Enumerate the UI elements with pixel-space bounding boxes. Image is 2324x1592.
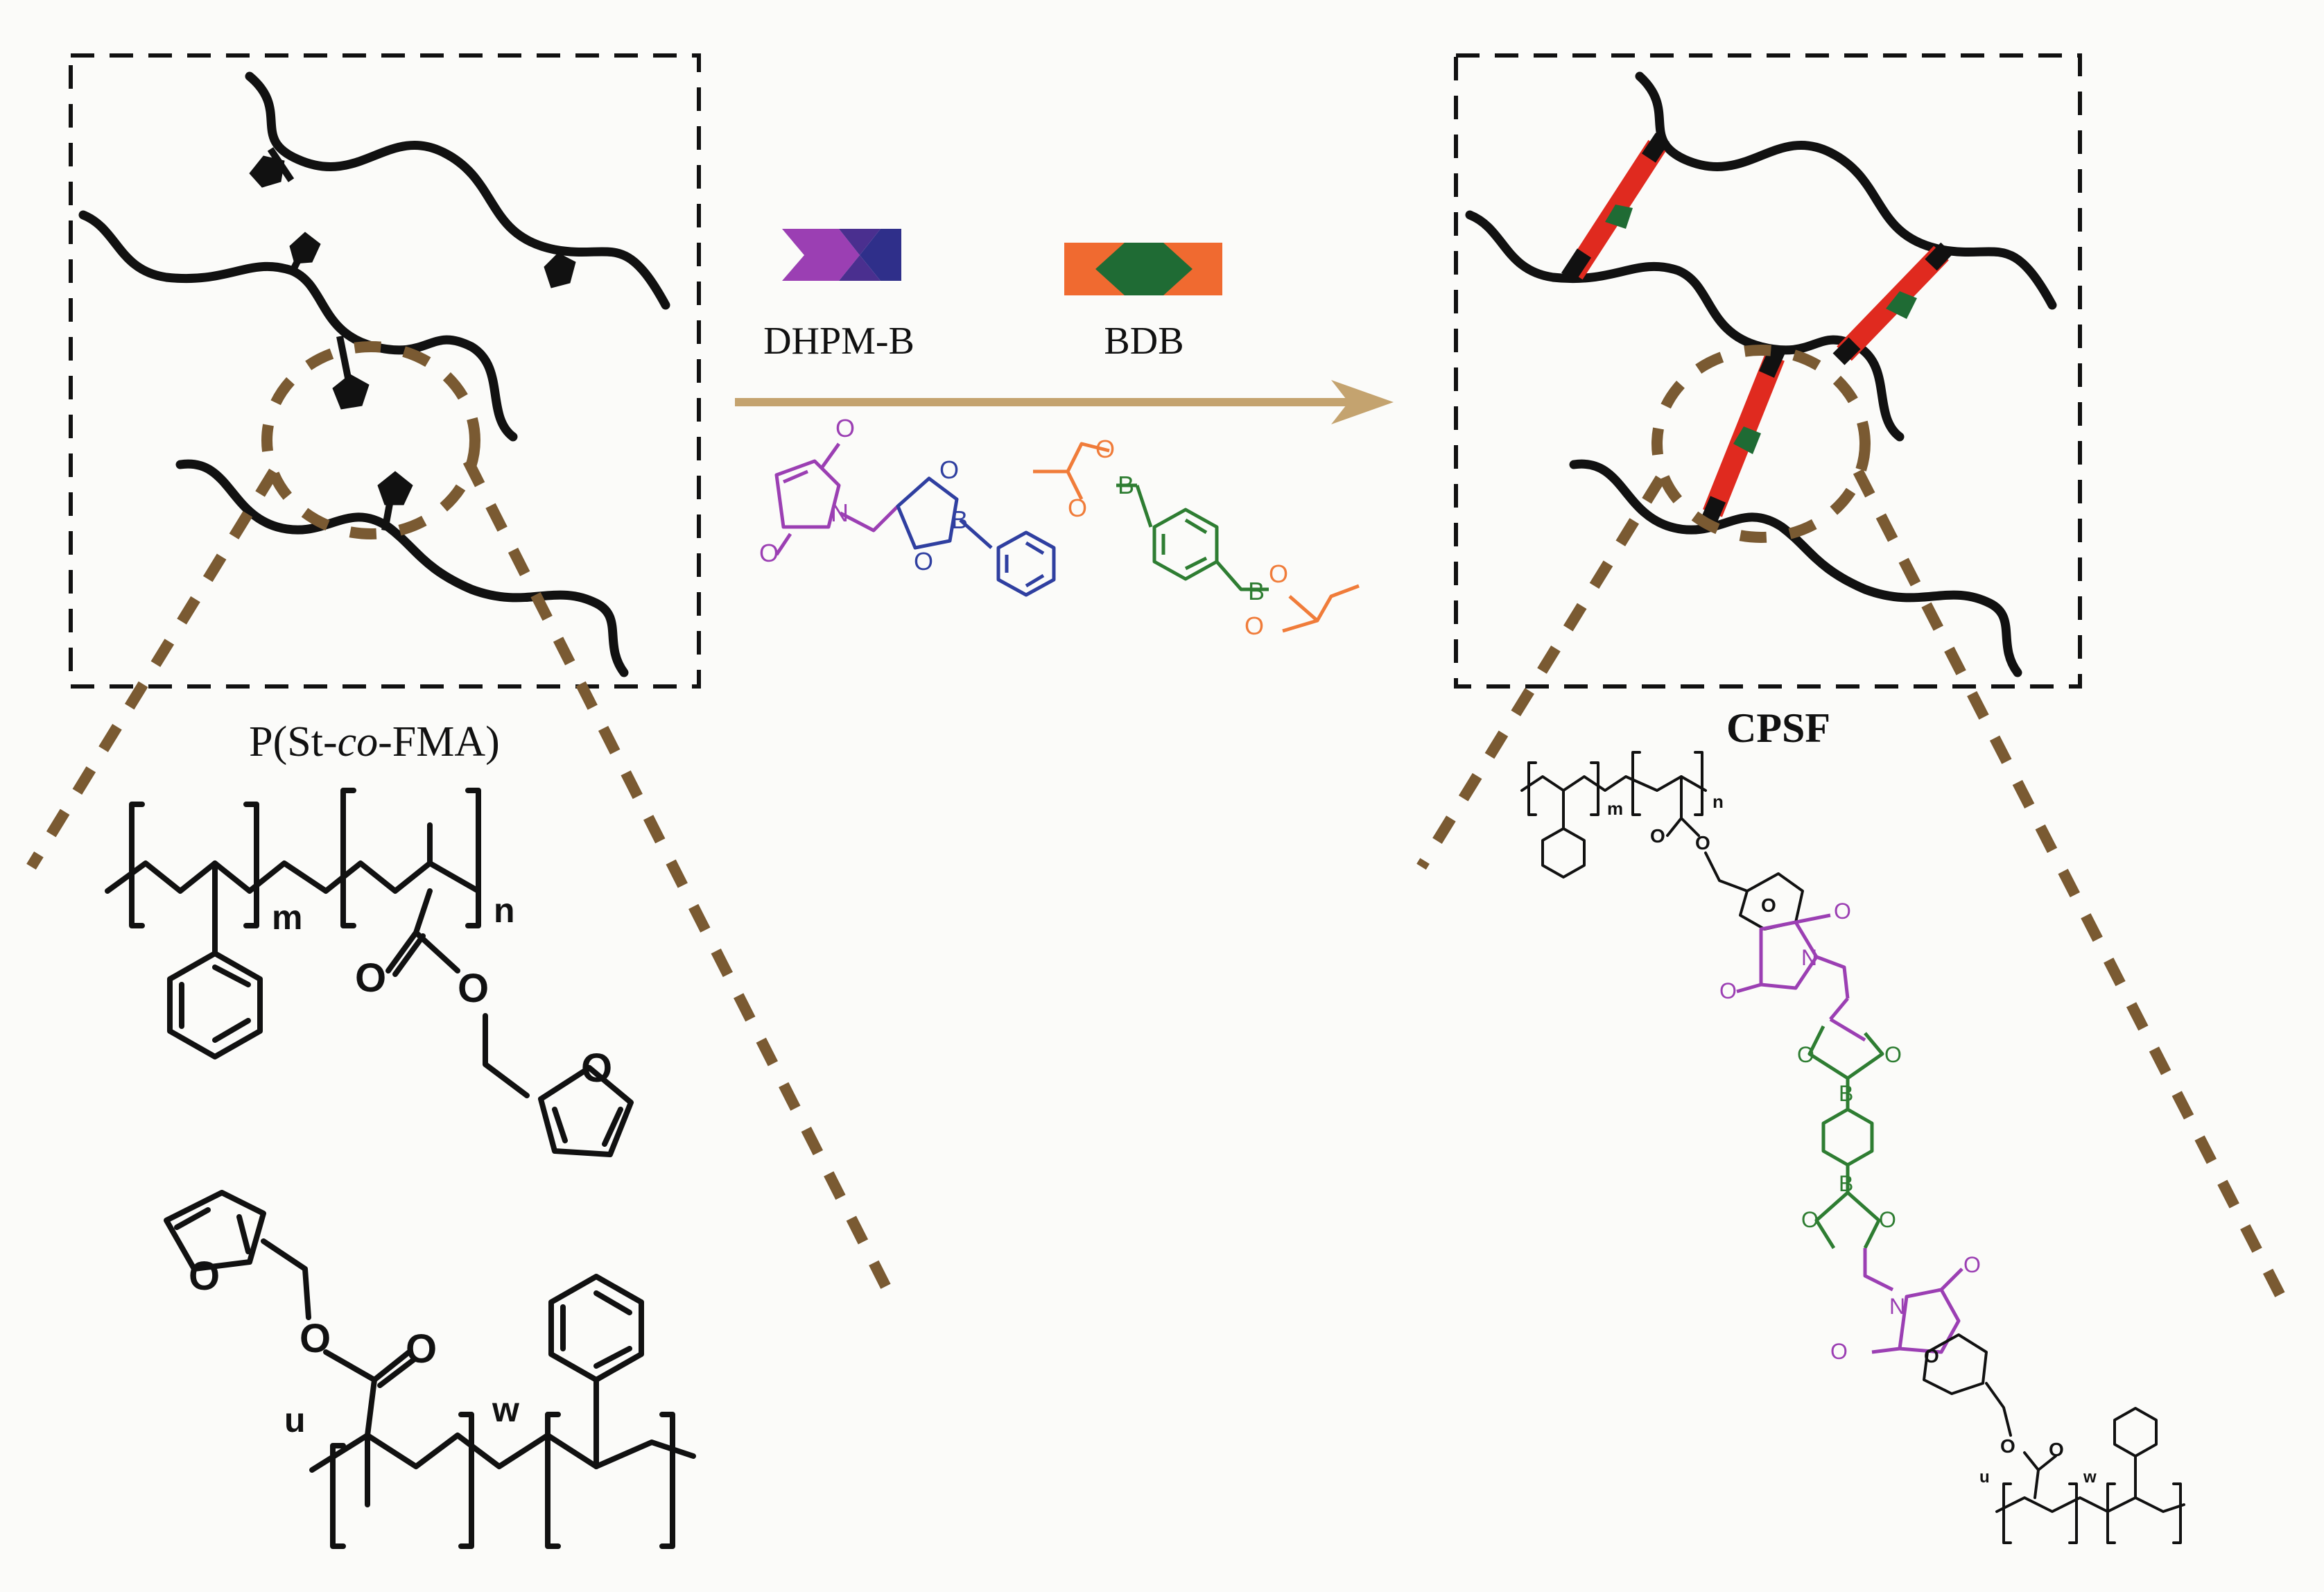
net-chain-1: [1635, 71, 2057, 310]
product-name: CPSF: [1726, 705, 1830, 751]
svg-text:n: n: [494, 891, 515, 930]
bdb-icon: [1064, 243, 1222, 295]
chain-3: [175, 459, 629, 677]
right-dashed-box: [1454, 53, 2082, 689]
svg-text:B: B: [1118, 471, 1134, 499]
svg-text:O: O: [1650, 825, 1665, 847]
svg-text:w: w: [2083, 1468, 2097, 1487]
svg-text:O: O: [1797, 1042, 1814, 1067]
svg-text:O: O: [1834, 899, 1851, 924]
svg-text:m: m: [272, 898, 302, 937]
zoom-line-left-a: [26, 468, 279, 870]
left-dashed-box: [69, 53, 701, 689]
svg-text:B: B: [1248, 577, 1265, 605]
svg-text:O: O: [1245, 612, 1264, 640]
net-chain-2: [1465, 210, 1905, 442]
crosslink-3: [1699, 345, 1786, 527]
svg-text:O: O: [581, 1046, 612, 1091]
svg-text:O: O: [1095, 435, 1115, 463]
svg-text:O: O: [1963, 1252, 1981, 1277]
bdb-label: BDB: [1104, 320, 1183, 363]
svg-text:O: O: [189, 1254, 220, 1299]
svg-text:O: O: [914, 547, 933, 576]
zoom-circle-left: [261, 341, 480, 539]
zoom-circle-right: [1651, 345, 1871, 543]
product-structure-lower: O O O u w: [1923, 1333, 2185, 1544]
svg-text:B: B: [1839, 1171, 1853, 1196]
svg-text:O: O: [1695, 832, 1710, 854]
svg-text:O: O: [2049, 1439, 2064, 1460]
svg-text:O: O: [355, 955, 386, 1001]
svg-text:O: O: [1884, 1042, 1902, 1067]
svg-text:n: n: [1712, 791, 1724, 812]
zoom-line-left-b: [462, 458, 900, 1306]
svg-text:O: O: [1924, 1345, 1939, 1367]
svg-text:O: O: [1879, 1207, 1896, 1232]
arrow-right-icon: [735, 380, 1394, 424]
reagents-area: DHPM-B BDB O O N: [735, 229, 1394, 640]
net-chain-3: [1569, 459, 2022, 677]
chain-2: [78, 210, 518, 442]
polymer-structure-lower: O O O u w: [164, 1190, 696, 1549]
svg-text:w: w: [492, 1390, 519, 1429]
right-network-panel: CPSF m n O O O O: [1416, 53, 2290, 1544]
svg-text:B: B: [1839, 1081, 1853, 1106]
furan-pendant-icon: [249, 147, 576, 531]
bdb-structure: O O B B O O: [1033, 435, 1360, 640]
product-linker: O O N O O B B O O O N O: [1719, 899, 1981, 1364]
svg-text:O: O: [1801, 1207, 1819, 1232]
svg-text:O: O: [835, 414, 855, 442]
dhpm-b-structure: O O N O B O: [759, 414, 1056, 597]
svg-text:B: B: [951, 505, 968, 534]
svg-text:O: O: [939, 456, 959, 484]
svg-text:N: N: [831, 499, 849, 527]
svg-text:u: u: [1979, 1468, 1990, 1487]
svg-text:O: O: [759, 539, 779, 567]
svg-text:N: N: [1801, 945, 1817, 970]
zoom-line-right-a: [1416, 475, 1665, 870]
crosslink-1: [1561, 132, 1670, 282]
svg-text:O: O: [1269, 560, 1288, 588]
crosslink-2: [1832, 242, 1953, 365]
svg-text:u: u: [284, 1401, 306, 1439]
svg-text:O: O: [2000, 1435, 2015, 1457]
zoom-line-right-b: [1853, 469, 2290, 1306]
svg-text:O: O: [406, 1326, 437, 1372]
svg-text:O: O: [1830, 1339, 1848, 1364]
svg-text:m: m: [1607, 798, 1623, 819]
svg-text:O: O: [1761, 894, 1776, 916]
svg-text:O: O: [1719, 978, 1737, 1003]
product-structure-upper: m n O O O: [1520, 751, 1804, 931]
svg-text:N: N: [1889, 1294, 1905, 1319]
chain-1: [245, 71, 670, 310]
dhpm-b-label: DHPM-B: [763, 320, 914, 363]
svg-text:O: O: [458, 966, 489, 1011]
dhpm-b-icon: [782, 229, 901, 281]
svg-text:O: O: [1068, 494, 1087, 522]
polymer-name: P(St-co-FMA): [249, 718, 500, 765]
polymer-structure-upper: m n O O O: [105, 788, 634, 1157]
left-polymer-panel: P(St-co-FMA) m n O O O: [26, 53, 900, 1549]
